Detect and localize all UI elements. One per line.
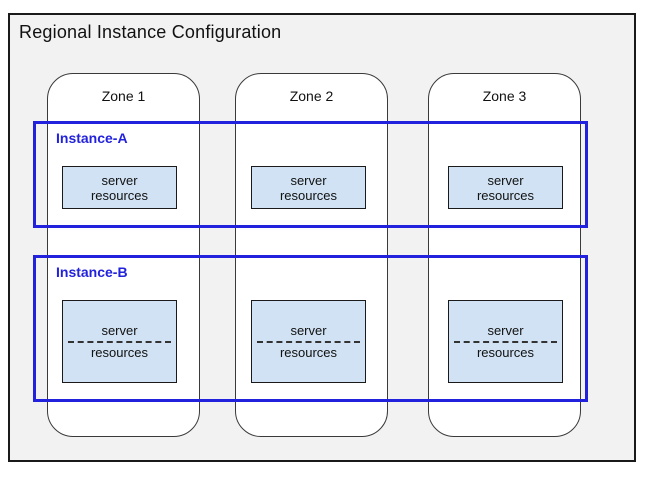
server-resources-label: server	[487, 323, 524, 338]
server-resources-label: resources	[476, 345, 535, 360]
server-resources-box: server resources	[251, 300, 366, 383]
server-resources-label: resources	[279, 345, 338, 360]
server-resources-label: resources	[279, 187, 338, 203]
server-resources-box: server resources	[251, 166, 366, 209]
instance-a-box: Instance-A	[33, 121, 588, 228]
server-resources-label: server	[101, 323, 138, 338]
dashed-divider	[257, 341, 360, 343]
server-resources-box: server resources	[448, 166, 563, 209]
server-resources-label: server	[290, 323, 327, 338]
diagram-title: Regional Instance Configuration	[19, 22, 282, 42]
zone-label: Zone 3	[482, 88, 527, 104]
instance-a-label: Instance-A	[56, 130, 128, 146]
server-resources-box: server resources	[448, 300, 563, 383]
server-resources-label: resources	[90, 345, 149, 360]
instance-b-box: Instance-B	[33, 255, 588, 402]
server-resources-label: server	[487, 172, 524, 188]
server-resources-label: resources	[90, 187, 149, 203]
dashed-divider	[454, 341, 557, 343]
dashed-divider	[68, 341, 171, 343]
server-resources-label: server	[101, 172, 138, 188]
zone-label: Zone 1	[101, 88, 146, 104]
server-resources-box: server resources	[62, 166, 177, 209]
server-resources-box: server resources	[62, 300, 177, 383]
server-resources-label: resources	[476, 187, 535, 203]
zone-label: Zone 2	[289, 88, 334, 104]
region-container: Regional Instance Configuration Zone 1 Z…	[8, 13, 636, 462]
instance-b-label: Instance-B	[56, 264, 128, 280]
server-resources-label: server	[290, 172, 327, 188]
